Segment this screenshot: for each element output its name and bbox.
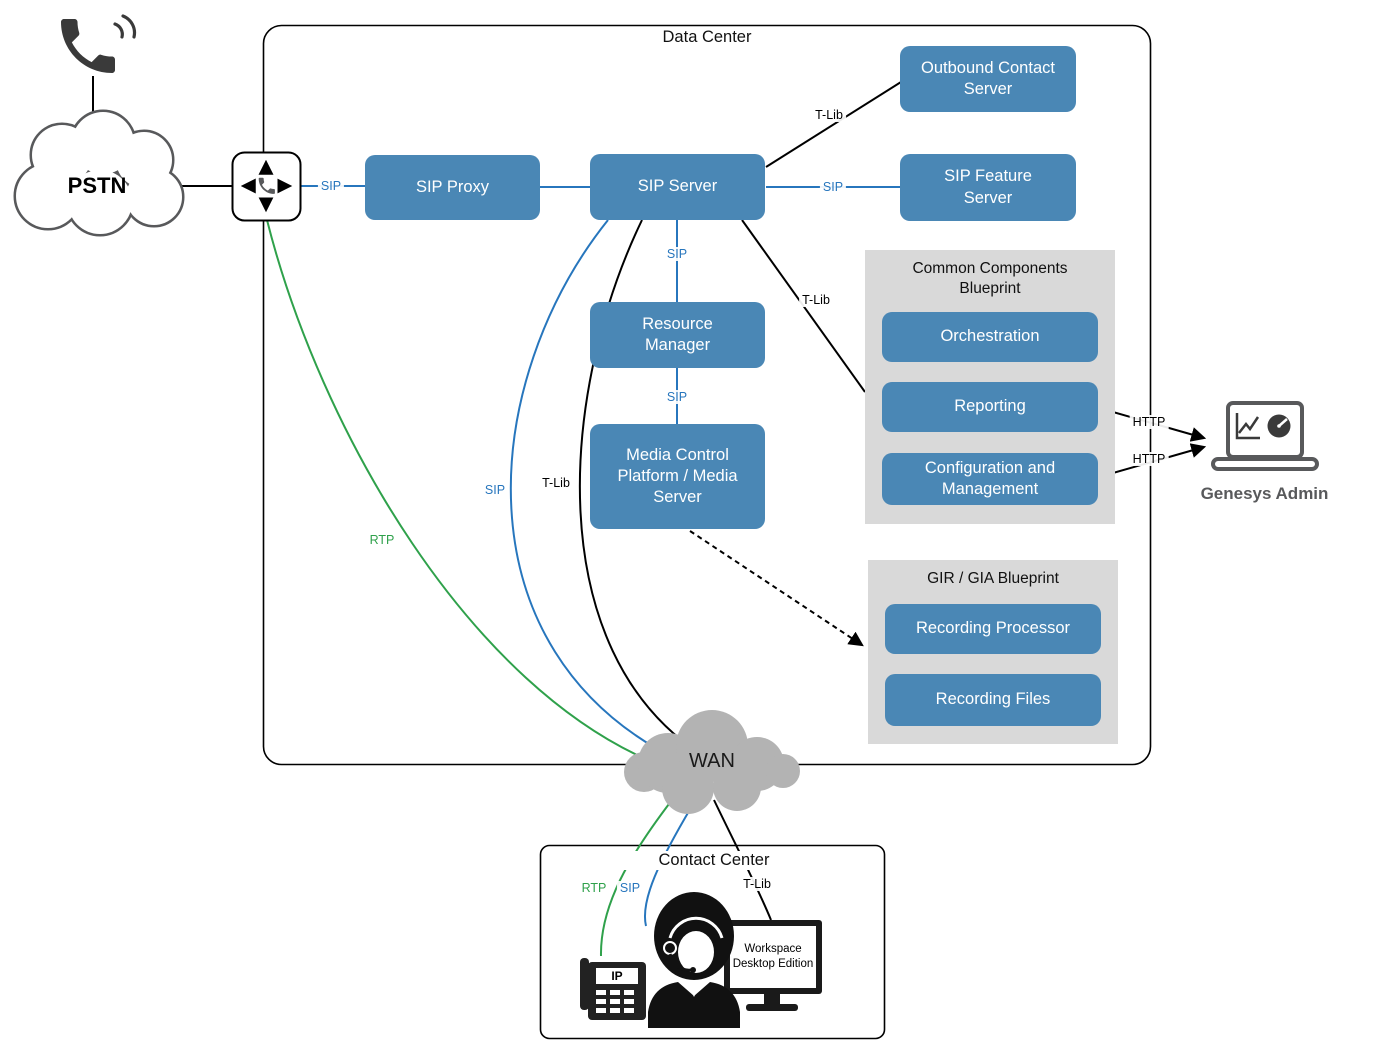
node-sip-server: SIP Server [590, 154, 765, 220]
wan-cloud-label: WAN [689, 750, 735, 772]
edge-tlib-server-wan [578, 219, 703, 756]
connectors [92, 76, 1207, 957]
edge-label-rtp-gateway-wan: RTP [366, 533, 398, 547]
laptop-icon [1211, 401, 1319, 471]
edge-label-sip-server-wan: SIP [481, 483, 509, 497]
edge-label-tlib-wan-workspace: T-Lib [740, 877, 774, 891]
genesys-admin-label: Genesys Admin [1200, 484, 1329, 503]
node-recording-files: Recording Files [885, 674, 1101, 726]
gir-gia-title: GIR / GIA Blueprint [927, 570, 1059, 587]
node-sip-feature-server: SIP Feature Server [900, 154, 1076, 221]
node-orchestration: Orchestration [882, 312, 1098, 362]
node-outbound-contact-server: Outbound Contact Server [900, 46, 1076, 112]
edge-label-http-config: HTTP [1129, 452, 1169, 466]
edge-label-http-reporting: HTTP [1129, 415, 1169, 429]
ip-phone-screen-label: IP [596, 968, 638, 984]
gateway-icon [231, 151, 302, 222]
edge-label-sip-server-rm: SIP [663, 247, 691, 261]
phone-icon [61, 14, 137, 73]
wan-cloud [624, 710, 800, 814]
edge-label-sip-gateway-proxy: SIP [317, 179, 345, 193]
edge-rtp-gateway-wan [266, 219, 661, 766]
edge-label-tlib-server-outbound: T-Lib [812, 108, 846, 122]
pstn-cloud-label: PSTN [67, 173, 127, 198]
node-sip-proxy: SIP Proxy [365, 155, 540, 220]
edge-tlib-server-outbound [765, 81, 902, 168]
node-configuration-and-management: Configuration and Management [882, 453, 1098, 505]
contact-center-label: Contact Center [614, 851, 814, 870]
node-recording-processor: Recording Processor [885, 604, 1101, 654]
node-media-control-platform: Media Control Platform / Media Server [590, 424, 765, 529]
edge-label-sip-rm-mcp: SIP [663, 390, 691, 404]
edge-mcp-recording-processor [689, 530, 864, 647]
edge-sip-server-wan [509, 219, 679, 761]
agent-icon [648, 892, 740, 1028]
edge-label-tlib-server-ccb: T-Lib [799, 293, 833, 307]
workspace-monitor-text: Workspace Desktop Edition [732, 943, 814, 970]
data-center-label: Data Center [607, 28, 807, 47]
pstn-cloud [13, 109, 185, 237]
edge-label-rtp-wan-ipphone: RTP [578, 881, 610, 895]
edge-label-tlib-server-wan: T-Lib [539, 476, 573, 490]
edge-label-sip-wan-agent: SIP [616, 881, 644, 895]
edge-rtp-wan-ipphone [599, 799, 673, 957]
monitor-icon [724, 920, 822, 1011]
edge-sip-wan-agent [644, 805, 693, 927]
node-resource-manager: Resource Manager [590, 302, 765, 368]
edge-label-sip-server-feature: SIP [819, 180, 847, 194]
common-components-title: Common Components Blueprint [912, 260, 1068, 298]
node-reporting: Reporting [882, 382, 1098, 432]
